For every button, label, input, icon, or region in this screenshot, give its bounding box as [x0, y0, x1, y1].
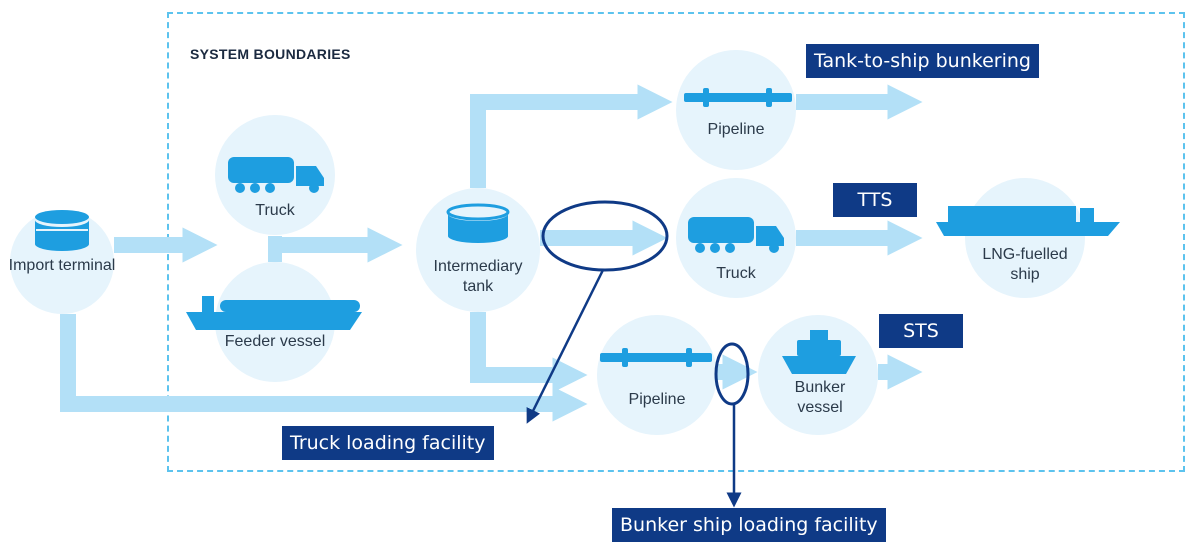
bunker-vessel-icon: [782, 330, 856, 374]
pipeline-bottom-circle: [597, 315, 717, 435]
pipeline-icon: [600, 348, 712, 367]
pipeline-icon: [684, 88, 792, 107]
pipeline-top-circle: [676, 50, 796, 170]
intermediary-tank-circle: [416, 188, 540, 312]
truck-icon: [228, 157, 324, 193]
truck-middle-label: Truck: [716, 265, 756, 282]
intermediary-tank-icon: [446, 203, 510, 243]
tts-callout: TTS: [833, 183, 917, 217]
arrow-import-to-pipeline-bottom: [60, 314, 588, 422]
sts-callout: STS: [879, 314, 963, 348]
feeder-vessel-icon: [186, 296, 362, 330]
intermediary-tank-label: Intermediary tank: [433, 258, 523, 295]
pipeline-bottom-label: Pipeline: [628, 391, 686, 408]
pipeline-top-label: Pipeline: [707, 121, 765, 138]
tank-to-ship-callout: Tank-to-ship bunkering: [806, 44, 1039, 78]
arrow-tank-to-pipeline-top: [470, 84, 673, 188]
arrow-tank-to-pipeline-bottom: [470, 312, 588, 393]
lng-ship-label: LNG-fuelled ship: [982, 246, 1068, 283]
bunker-loading-highlight: [714, 342, 750, 406]
bunker-ship-loading-callout: Bunker ship loading facility: [612, 508, 886, 542]
truck-icon: [688, 217, 784, 253]
bunker-vessel-circle: [758, 315, 878, 435]
import-terminal-label: Import terminal: [8, 257, 116, 274]
tank-icon: [35, 210, 89, 251]
lng-ship-icon: [936, 206, 1120, 236]
truck-loading-callout: Truck loading facility: [282, 426, 494, 460]
truck-feeder-label: Truck: [255, 202, 295, 219]
boundary-title: SYSTEM BOUNDARIES: [190, 46, 351, 62]
feeder-vessel-label: Feeder vessel: [224, 333, 326, 350]
truck-loading-highlight: [541, 200, 669, 272]
truck-loading-leader: [526, 269, 605, 424]
bunker-vessel-label: Bunker vessel: [794, 379, 846, 416]
